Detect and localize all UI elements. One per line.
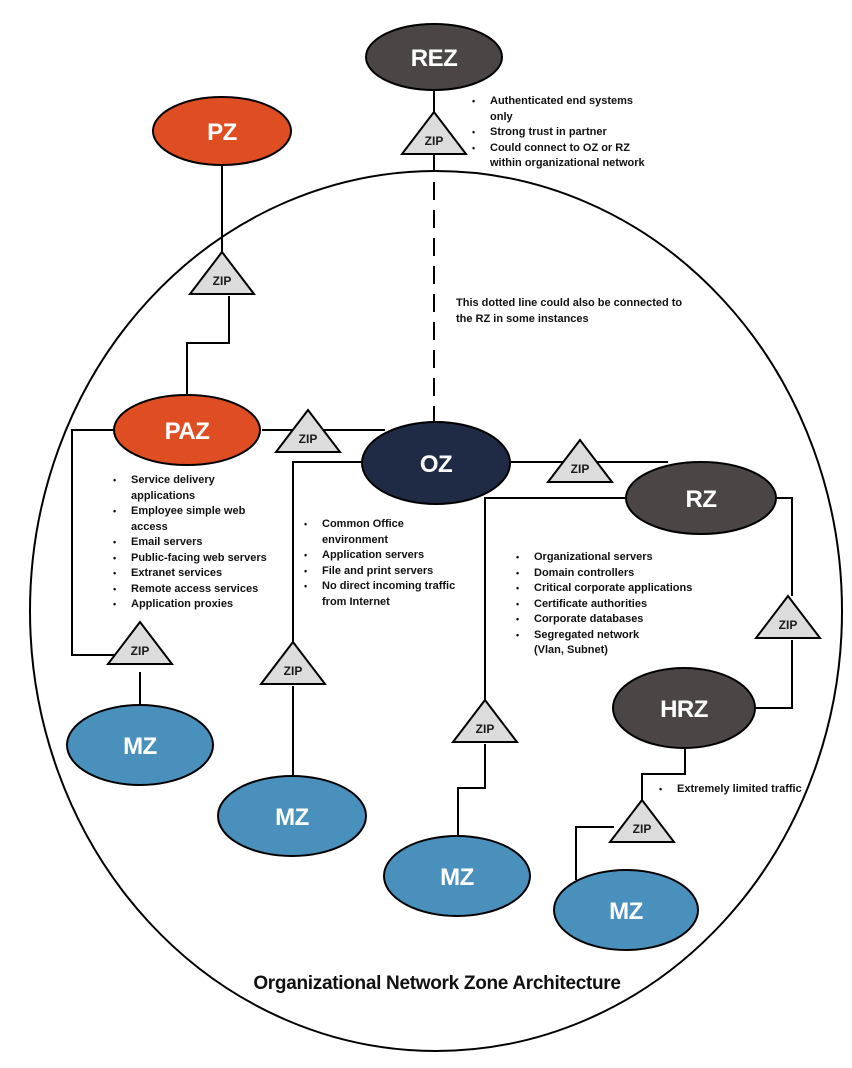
- zone-hrz: HRZ: [612, 667, 756, 749]
- zone-rez: REZ: [365, 23, 503, 91]
- rz-notes: Organizational servers Domain controller…: [514, 550, 714, 659]
- dotted-line-note: This dotted line could also be connected…: [456, 297, 683, 325]
- note-item: Could connect to OZ or RZ within organiz…: [470, 141, 650, 172]
- rez-notes: Authenticated end systems only Strong tr…: [470, 94, 650, 172]
- zone-oz: OZ: [361, 421, 511, 505]
- zone-ellipse: [113, 394, 261, 466]
- zone-label: REZ: [411, 45, 458, 72]
- zip-rez-gateway: ZIP: [399, 110, 469, 155]
- zone-label: PZ: [207, 119, 237, 146]
- zip-triangle: [273, 408, 343, 453]
- zone-ellipse: [625, 461, 777, 535]
- connector-paz-zip-mz: [71, 429, 118, 656]
- zip-triangle: [450, 698, 520, 743]
- zone-label: MZ: [609, 898, 643, 925]
- zip-oz-mz-gateway: ZIP: [258, 640, 328, 685]
- note-item: Application servers: [302, 548, 472, 564]
- zone-paz: PAZ: [113, 394, 261, 466]
- note-item: File and print servers: [302, 564, 472, 580]
- connector-oz-zip-mz: [292, 461, 363, 642]
- zip-oz-rz-gateway: ZIP: [545, 438, 615, 483]
- zone-ellipse: [66, 704, 214, 786]
- note-item: Certificate authorities: [514, 597, 714, 613]
- zone-rz: RZ: [625, 461, 777, 535]
- note-item: No direct incoming traffic from Internet: [302, 579, 472, 610]
- zip-triangle: [105, 620, 175, 665]
- connector-zip-hrz: [754, 640, 793, 709]
- zip-pz-gateway: ZIP: [187, 250, 257, 295]
- note-item: Remote access services: [111, 582, 281, 598]
- oz-notes: Common Office environment Application se…: [302, 517, 472, 610]
- zip-hrz-mz-gateway: ZIP: [607, 798, 677, 843]
- zone-ellipse: [553, 869, 699, 951]
- zip-triangle: [607, 798, 677, 843]
- note-item: Employee simple web access: [111, 504, 281, 535]
- zone-ellipse: [365, 23, 503, 91]
- connector-zip-mz-rz: [457, 744, 486, 836]
- note-item: Strong trust in partner: [470, 125, 650, 141]
- zip-rz-mz-gateway: ZIP: [450, 698, 520, 743]
- zip-label: ZIP: [131, 644, 150, 658]
- zip-gateways: ZIP ZIP ZIP ZIP ZIP ZIP ZIP ZIP ZIP: [105, 110, 823, 843]
- connector-zip-paz: [186, 296, 230, 396]
- note-item: Corporate databases: [514, 612, 714, 628]
- hrz-notes: Extremely limited traffic: [657, 782, 847, 798]
- connector-rz-zip-hrz: [776, 497, 793, 596]
- zone-label: MZ: [275, 804, 309, 831]
- zone-label: MZ: [123, 733, 157, 760]
- connector-zip-mz-hrz: [575, 826, 614, 880]
- zip-triangle: [187, 250, 257, 295]
- note-item: Organizational servers: [514, 550, 714, 566]
- zip-label: ZIP: [571, 462, 590, 476]
- paz-notes: Service delivery applications Employee s…: [111, 473, 281, 613]
- zone-mz-paz: MZ: [66, 704, 214, 786]
- zip-triangle: [258, 640, 328, 685]
- zone-ellipse: [612, 667, 756, 749]
- zone-label: MZ: [440, 864, 474, 891]
- zip-paz-oz-gateway: ZIP: [273, 408, 343, 453]
- zone-ellipse: [383, 835, 531, 917]
- diagram-title: Organizational Network Zone Architecture: [253, 973, 621, 994]
- note-item: Authenticated end systems only: [470, 94, 650, 125]
- zone-mz-rz: MZ: [383, 835, 531, 917]
- zip-label: ZIP: [425, 134, 444, 148]
- zone-label: HRZ: [660, 696, 708, 723]
- zone-ellipse: [217, 775, 367, 857]
- zip-triangle: [545, 438, 615, 483]
- zip-rz-hrz-gateway: ZIP: [753, 594, 823, 639]
- zones: REZ PZ PAZ OZ RZ HRZ MZ MZ MZ MZ: [66, 23, 777, 951]
- note-item: Extranet services: [111, 566, 281, 582]
- zip-triangle: [753, 594, 823, 639]
- note-item: Public-facing web servers: [111, 551, 281, 567]
- note-item: Domain controllers: [514, 566, 714, 582]
- zone-ellipse: [361, 421, 511, 505]
- organizational-network-boundary: [29, 170, 843, 1052]
- zone-label: PAZ: [165, 418, 210, 445]
- connector-hrz-zip: [641, 748, 686, 800]
- zip-label: ZIP: [633, 822, 652, 836]
- note-item: Segregated network (Vlan, Subnet): [514, 628, 664, 659]
- note-item: Email servers: [111, 535, 281, 551]
- zip-label: ZIP: [284, 664, 303, 678]
- zip-label: ZIP: [299, 432, 318, 446]
- zip-label: ZIP: [476, 722, 495, 736]
- zip-paz-mz-gateway: ZIP: [105, 620, 175, 665]
- zip-label: ZIP: [213, 274, 232, 288]
- note-item: Critical corporate applications: [514, 581, 714, 597]
- zone-label: RZ: [686, 486, 717, 513]
- zone-label: OZ: [420, 451, 452, 478]
- note-item: Common Office environment: [302, 517, 472, 548]
- zip-label: ZIP: [779, 618, 798, 632]
- note-item: Application proxies: [111, 597, 281, 613]
- zone-ellipse: [152, 96, 292, 166]
- note-item: Service delivery applications: [111, 473, 281, 504]
- zone-pz: PZ: [152, 96, 292, 166]
- zone-mz-oz: MZ: [217, 775, 367, 857]
- zip-triangle: [399, 110, 469, 155]
- connector-rz-zip-mz: [484, 497, 626, 700]
- zone-mz-hrz: MZ: [553, 869, 699, 951]
- note-item: Extremely limited traffic: [657, 782, 847, 798]
